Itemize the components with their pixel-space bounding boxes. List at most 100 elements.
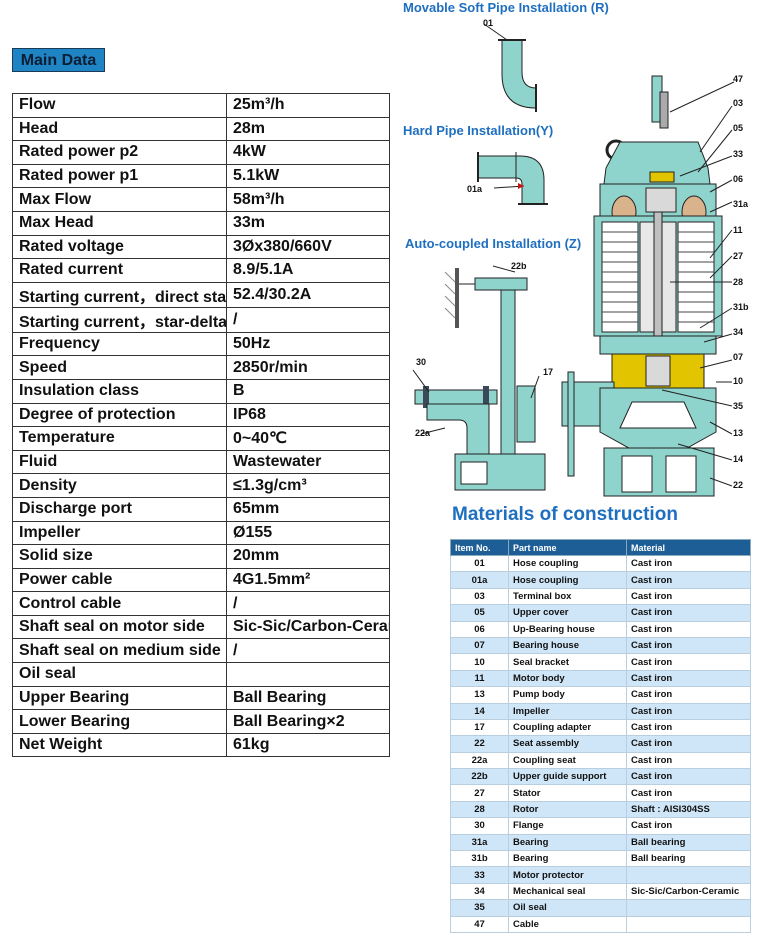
materials-item-no: 22a (450, 751, 509, 770)
callout-17: 17 (543, 367, 554, 377)
spec-value: Ball Bearing (226, 685, 390, 711)
spec-label: Rated voltage (12, 234, 227, 260)
materials-title: Materials of construction (452, 504, 678, 525)
auto-coupled-heading: Auto-coupled Installation (Z) (405, 236, 582, 251)
materials-item-no: 22b (450, 768, 509, 786)
callout-47: 47 (733, 74, 744, 84)
spec-label: Starting current，direct starting (12, 281, 227, 308)
spec-label: Head (12, 116, 227, 142)
materials-item-no: 28 (450, 800, 509, 819)
materials-part-name: Pump body (508, 686, 627, 704)
materials-item-no: 47 (450, 915, 509, 933)
materials-part-name: Bearing (508, 850, 627, 868)
spec-label: Max Flow (12, 187, 227, 212)
spec-row: Density≤1.3g/cm³ (12, 473, 390, 498)
spec-label: Insulation class (12, 378, 227, 404)
materials-item-no: 31b (450, 850, 509, 868)
main-data-badge: Main Data (12, 48, 105, 72)
materials-material: Cast iron (626, 784, 751, 802)
spec-label: Net Weight (12, 732, 227, 758)
materials-material: Cast iron (626, 604, 751, 622)
header-material: Material (626, 539, 751, 556)
materials-material: Cast iron (626, 571, 751, 589)
callout-34: 34 (733, 327, 744, 337)
spec-label: Rated power p1 (12, 163, 227, 189)
materials-item-no: 01 (450, 554, 509, 573)
header-part-name: Part name (508, 539, 627, 556)
callout-28: 28 (733, 277, 744, 287)
materials-item-no: 13 (450, 686, 509, 704)
callout-33: 33 (733, 149, 744, 159)
materials-material: Cast iron (626, 735, 751, 753)
spec-value: 4kW (226, 140, 390, 165)
materials-material: Cast iron (626, 636, 751, 655)
callout-35: 35 (733, 401, 744, 411)
materials-item-no: 14 (450, 702, 509, 720)
materials-part-name: Seat assembly (508, 735, 627, 753)
materials-material: Sic-Sic/Carbon-Ceramic (626, 882, 751, 901)
spec-value: IP68 (226, 402, 390, 428)
spec-value: Wastewater (226, 449, 390, 475)
materials-item-no: 07 (450, 636, 509, 655)
spec-value: 0~40℃ (226, 426, 390, 451)
spec-value (226, 662, 390, 687)
hard-pipe-elbow-drawing (477, 152, 548, 205)
materials-item-no: 01a (450, 571, 509, 589)
materials-part-name: Upper cover (508, 604, 627, 622)
spec-label: Speed (12, 355, 227, 380)
callout-22a: 22a (415, 428, 431, 438)
materials-item-no: 30 (450, 817, 509, 835)
materials-part-name: Seal bracket (508, 653, 627, 671)
materials-material (626, 915, 751, 933)
spec-row: Control cable/ (12, 591, 390, 616)
materials-header-row: Item No. Part name Material (450, 539, 751, 556)
spec-label: Degree of protection (12, 402, 227, 428)
spec-value: 20mm (226, 544, 390, 569)
callout-13: 13 (733, 428, 744, 438)
spec-value: / (226, 591, 390, 616)
materials-part-name: Hose coupling (508, 554, 627, 573)
materials-item-no: 17 (450, 718, 509, 737)
spec-label: Control cable (12, 591, 227, 616)
spec-value: 61kg (226, 732, 390, 758)
spec-label: Discharge port (12, 496, 227, 522)
materials-item-no: 35 (450, 899, 509, 917)
callout-11: 11 (733, 225, 743, 235)
callout-05: 05 (733, 123, 744, 133)
spec-label: Density (12, 473, 227, 498)
materials-item-no: 11 (450, 669, 509, 688)
spec-value: 28m (226, 116, 390, 142)
materials-item-no: 33 (450, 866, 509, 884)
callout-01: 01 (483, 18, 494, 28)
materials-part-name: Flange (508, 817, 627, 835)
hard-pipe-heading: Hard Pipe Installation(Y) (403, 123, 554, 138)
spec-label: Shaft seal on motor side (12, 614, 227, 640)
callout-06: 06 (733, 174, 744, 184)
spec-value: Ball Bearing×2 (226, 709, 390, 734)
spec-value: 4G1.5mm² (226, 567, 390, 593)
materials-material (626, 866, 751, 884)
materials-part-name: Bearing house (508, 636, 627, 655)
materials-part-name: Coupling adapter (508, 718, 627, 737)
spec-value: 3Øx380/660V (226, 234, 390, 260)
